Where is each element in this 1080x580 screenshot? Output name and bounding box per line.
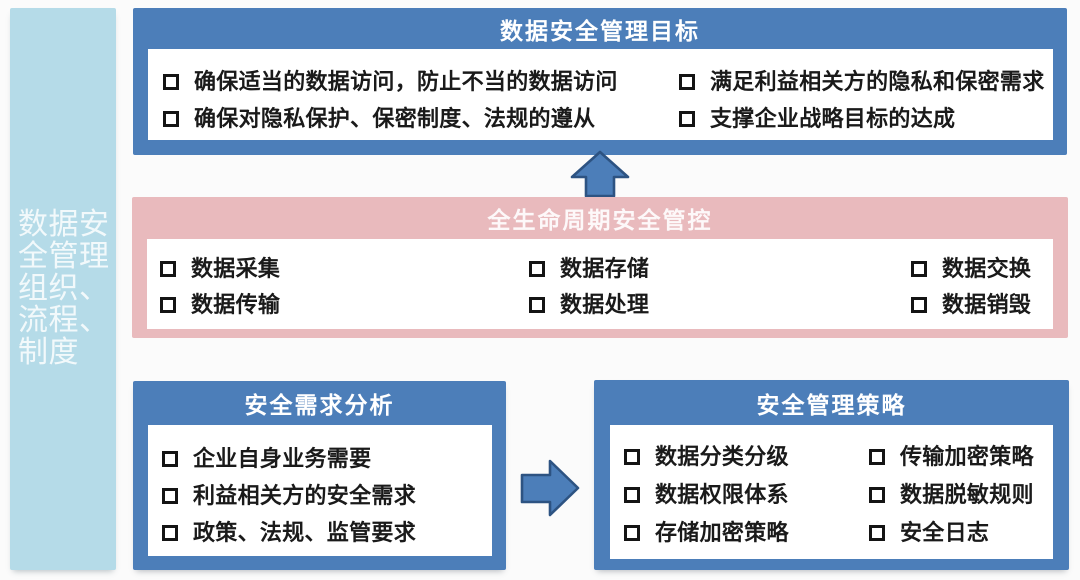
- checkbox-icon: [869, 487, 885, 503]
- goal-box: 数据安全管理目标 确保适当的数据访问，防止不当的数据访问 确保对隐私保护、保密制…: [133, 8, 1067, 155]
- checkbox-icon: [529, 261, 545, 277]
- checkbox-icon: [869, 449, 885, 465]
- needs-box-column-1: 企业自身业务需要 利益相关方的安全需求 政策、法规、监管要求: [162, 440, 416, 551]
- list-item: 数据分类分级: [624, 438, 789, 476]
- goal-box-body: 确保适当的数据访问，防止不当的数据访问 确保对隐私保护、保密制度、法规的遵从 满…: [148, 49, 1053, 140]
- strategy-box: 安全管理策略 数据分类分级 数据权限体系 存储加密策略: [594, 380, 1069, 570]
- lifecycle-box-title: 全生命周期安全管控: [487, 207, 713, 233]
- list-item-label: 数据采集: [191, 256, 281, 281]
- goal-box-column-1: 确保适当的数据访问，防止不当的数据访问 确保对隐私保护、保密制度、法规的遵从: [163, 63, 618, 137]
- list-item-label: 利益相关方的安全需求: [193, 482, 417, 508]
- list-item-label: 数据处理: [560, 292, 650, 317]
- strategy-box-column-1: 数据分类分级 数据权限体系 存储加密策略: [624, 438, 789, 552]
- list-item: 数据采集: [160, 251, 280, 287]
- list-item: 存储加密策略: [624, 514, 789, 552]
- list-item-label: 数据权限体系: [655, 482, 789, 507]
- checkbox-icon: [529, 297, 545, 313]
- list-item-label: 确保对隐私保护、保密制度、法规的遵从: [194, 105, 596, 131]
- list-item-label: 存储加密策略: [655, 520, 789, 545]
- right-arrow-icon: [520, 459, 580, 517]
- list-item-label: 满足利益相关方的隐私和保密需求: [710, 68, 1045, 94]
- up-arrow-icon: [570, 150, 630, 198]
- checkbox-icon: [624, 487, 640, 503]
- needs-box-title: 安全需求分析: [244, 392, 395, 418]
- list-item: 传输加密策略: [869, 438, 1034, 476]
- checkbox-icon: [163, 73, 179, 90]
- list-item: 满足利益相关方的隐私和保密需求: [679, 63, 1045, 100]
- list-item: 安全日志: [869, 514, 1034, 552]
- checkbox-icon: [679, 110, 695, 127]
- checkbox-icon: [160, 261, 176, 277]
- sidebar-org-process-system: 数据安 全管理 组织、 流程、 制度: [10, 8, 116, 570]
- goal-box-title: 数据安全管理目标: [500, 17, 700, 44]
- list-item: 确保对隐私保护、保密制度、法规的遵从: [163, 100, 618, 137]
- list-item: 数据处理: [529, 287, 649, 323]
- list-item-label: 数据分类分级: [655, 444, 789, 469]
- lifecycle-box-column-2: 数据存储 数据处理: [529, 251, 649, 323]
- list-item: 利益相关方的安全需求: [162, 477, 416, 514]
- list-item-label: 企业自身业务需要: [193, 445, 372, 471]
- checkbox-icon: [160, 297, 176, 313]
- sidebar-label: 数据安 全管理 组织、 流程、 制度: [18, 208, 110, 369]
- list-item-label: 支撑企业战略目标的达成: [710, 105, 956, 131]
- checkbox-icon: [162, 524, 178, 541]
- list-item: 数据脱敏规则: [869, 476, 1034, 514]
- strategy-box-column-2: 传输加密策略 数据脱敏规则 安全日志: [869, 438, 1034, 552]
- checkbox-icon: [162, 450, 178, 467]
- lifecycle-box-body: 数据采集 数据传输 数据存储 数据处理: [147, 239, 1053, 329]
- checkbox-icon: [624, 449, 640, 465]
- checkbox-icon: [163, 110, 179, 127]
- list-item-label: 数据交换: [942, 256, 1032, 281]
- list-item: 确保适当的数据访问，防止不当的数据访问: [163, 63, 618, 100]
- list-item-label: 数据销毁: [942, 292, 1032, 317]
- list-item: 政策、法规、监管要求: [162, 514, 416, 551]
- list-item: 数据权限体系: [624, 476, 789, 514]
- lifecycle-box-column-3: 数据交换 数据销毁: [911, 251, 1031, 323]
- list-item-label: 确保适当的数据访问，防止不当的数据访问: [194, 68, 618, 94]
- list-item-label: 数据存储: [560, 256, 650, 281]
- list-item: 企业自身业务需要: [162, 440, 416, 477]
- checkbox-icon: [911, 297, 927, 313]
- checkbox-icon: [911, 261, 927, 277]
- list-item: 数据传输: [160, 287, 280, 323]
- list-item-label: 安全日志: [900, 520, 990, 545]
- list-item: 数据销毁: [911, 287, 1031, 323]
- list-item-label: 政策、法规、监管要求: [193, 519, 417, 545]
- list-item-label: 数据传输: [191, 292, 281, 317]
- checkbox-icon: [679, 73, 695, 90]
- needs-box-body: 企业自身业务需要 利益相关方的安全需求 政策、法规、监管要求: [148, 425, 492, 556]
- checkbox-icon: [869, 525, 885, 541]
- strategy-box-body: 数据分类分级 数据权限体系 存储加密策略 传输加密策略 数据: [610, 425, 1053, 559]
- list-item: 数据交换: [911, 251, 1031, 287]
- list-item-label: 传输加密策略: [900, 444, 1034, 469]
- goal-box-column-2: 满足利益相关方的隐私和保密需求 支撑企业战略目标的达成: [679, 63, 1045, 137]
- strategy-box-title: 安全管理策略: [756, 391, 907, 418]
- checkbox-icon: [624, 525, 640, 541]
- checkbox-icon: [162, 487, 178, 504]
- lifecycle-box-column-1: 数据采集 数据传输: [160, 251, 280, 323]
- lifecycle-box: 全生命周期安全管控 数据采集 数据传输 数据存储 数据: [132, 197, 1068, 338]
- list-item: 支撑企业战略目标的达成: [679, 100, 1045, 137]
- needs-box: 安全需求分析 企业自身业务需要 利益相关方的安全需求 政策、法规、监管要求: [133, 381, 506, 570]
- list-item: 数据存储: [529, 251, 649, 287]
- list-item-label: 数据脱敏规则: [900, 482, 1034, 507]
